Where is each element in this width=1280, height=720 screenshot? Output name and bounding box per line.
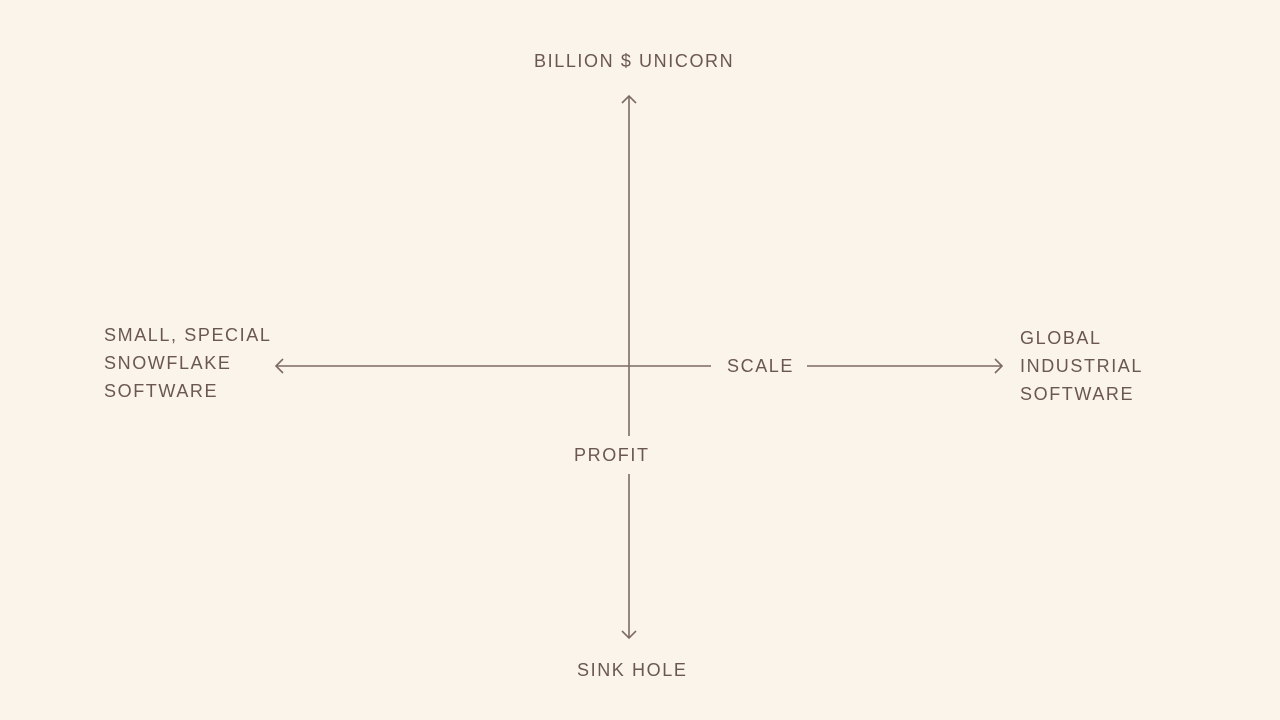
horizontal-axis-label: SCALE [727,356,795,376]
right-label-line-3: SOFTWARE [1020,384,1135,404]
vertical-axis-label: PROFIT [574,445,650,465]
right-label: GLOBAL INDUSTRIAL SOFTWARE [1020,324,1143,408]
arrow-down-icon [621,630,637,640]
right-label-line-2: INDUSTRIAL [1020,356,1144,376]
arrow-up-icon [621,94,637,104]
arrow-right-icon [994,358,1004,374]
left-label: SMALL, SPECIAL SNOWFLAKE SOFTWARE [104,321,271,405]
right-label-line-1: GLOBAL [1020,328,1102,348]
arrow-left-icon [274,358,284,374]
left-label-line-2: SNOWFLAKE [104,353,232,373]
bottom-label: SINK HOLE [577,660,688,680]
top-label: BILLION $ UNICORN [534,51,735,71]
left-label-line-3: SOFTWARE [104,381,219,401]
left-label-line-1: SMALL, SPECIAL [104,325,272,345]
